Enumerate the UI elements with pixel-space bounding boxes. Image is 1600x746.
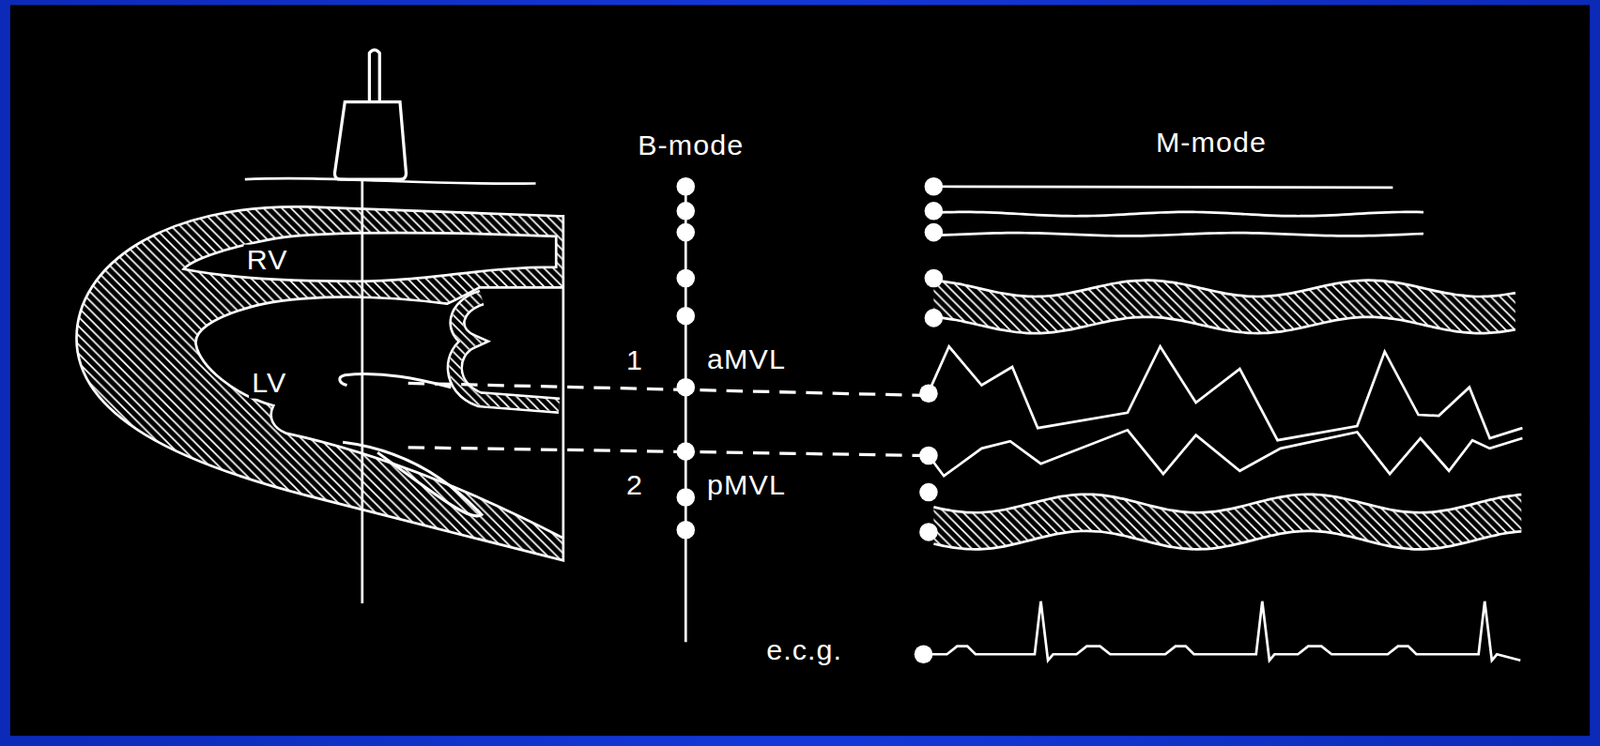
echo-dot [676, 521, 696, 540]
leaflet-label: aMVL [704, 344, 789, 376]
echo-dot [676, 378, 696, 398]
echo-dot [919, 523, 939, 542]
transducer [334, 49, 406, 180]
posterior-mitral-leaflet [342, 442, 482, 517]
callout-number: 1 [623, 345, 647, 377]
m-mode-traces [923, 186, 1523, 662]
anterior-leaflet-trace [928, 346, 1523, 441]
septum-band-fill [933, 280, 1515, 334]
echo-dot [924, 308, 944, 328]
anterior-mitral-leaflet [339, 374, 452, 388]
dashed-leader [408, 447, 924, 457]
chest-wall-echo [933, 212, 1424, 216]
septum-band-edge [933, 280, 1515, 297]
chest-wall-echo [933, 232, 1424, 236]
mode-heading: M-mode [1153, 127, 1271, 159]
b-mode-dots [676, 177, 696, 540]
leaflet-label: pMVL [704, 470, 789, 502]
mode-heading: B-mode [634, 130, 748, 162]
echo-dot [676, 223, 696, 243]
septum-band-edge [933, 317, 1515, 334]
chamber-label: RV [244, 245, 292, 277]
aortic-cusps [454, 297, 559, 406]
dashed-leader [408, 383, 924, 396]
signal-label: e.c.g. [763, 635, 846, 667]
b-mode-line [684, 186, 688, 643]
echo-dot [919, 384, 939, 403]
echo-dot [924, 201, 944, 221]
echo-dot [676, 488, 696, 508]
echo-dot [676, 201, 696, 221]
posterior-wall-band-edge [933, 531, 1522, 550]
echo-dot [676, 307, 696, 326]
callout-number: 2 [623, 470, 647, 502]
echo-dot [919, 446, 939, 466]
echo-dot [914, 645, 934, 664]
black-ground [10, 4, 1590, 737]
skin-line [245, 178, 537, 185]
echo-dot [919, 483, 939, 503]
echo-dot [924, 269, 944, 289]
ultrasound-beam [360, 179, 364, 604]
posterior-leaflet-trace [928, 430, 1523, 477]
posterior-wall-band-edge [933, 494, 1522, 513]
chest-wall-echo [933, 186, 1393, 188]
echo-dot [676, 177, 696, 197]
m-mode-dots [914, 177, 943, 664]
echo-dot [676, 269, 696, 289]
ecg-trace [923, 601, 1521, 662]
posterior-wall-band-fill [933, 494, 1522, 551]
echo-dot [924, 223, 944, 243]
chamber-label: LV [248, 368, 291, 400]
echo-dot [924, 177, 944, 197]
